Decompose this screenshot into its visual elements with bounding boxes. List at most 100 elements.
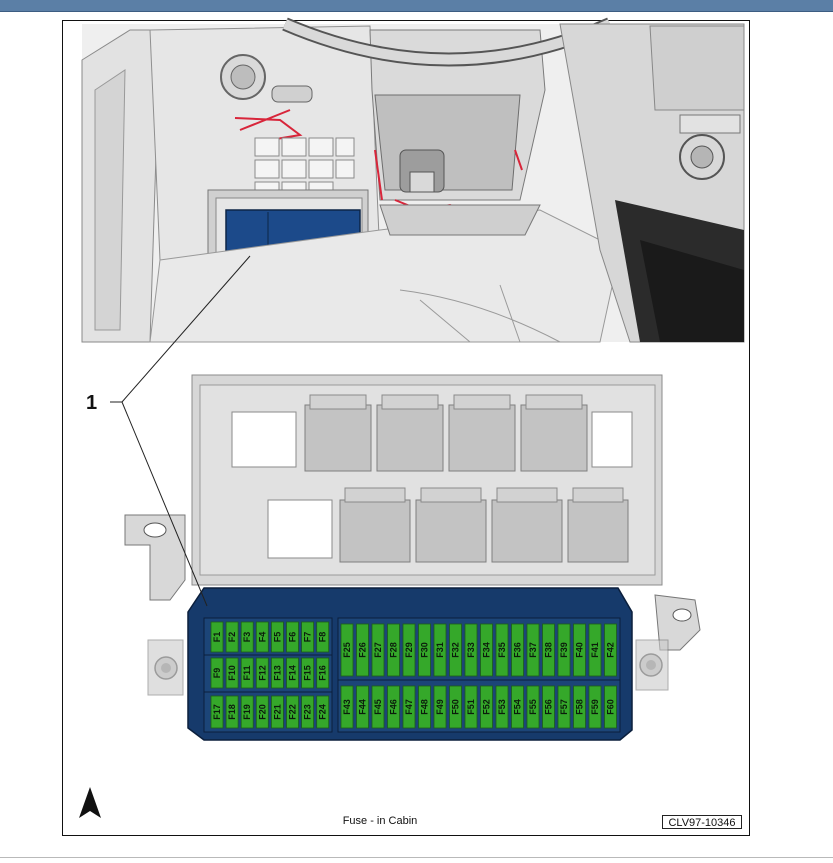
fuse-f55: F55 (526, 685, 540, 729)
fuse-label: F24 (318, 704, 328, 720)
fuse-f36: F36 (511, 623, 524, 677)
fuse-label: F23 (303, 704, 313, 720)
fuse-label: F57 (559, 699, 569, 715)
fuse-f52: F52 (480, 685, 493, 729)
fuse-label: F50 (451, 699, 461, 715)
fuse-f11: F11 (240, 657, 254, 689)
fuse-f7: F7 (301, 621, 315, 653)
fuse-f34: F34 (480, 623, 493, 677)
fuse-f40: F40 (573, 623, 586, 677)
fuse-f39: F39 (557, 623, 571, 677)
fuse-label: F34 (482, 642, 492, 658)
fuse-f8: F8 (316, 621, 330, 653)
fuse-label: F20 (257, 704, 267, 720)
fuse-f12: F12 (255, 657, 269, 689)
fuse-f45: F45 (371, 685, 385, 729)
fuse-f47: F47 (402, 685, 416, 729)
fuse-f31: F31 (433, 623, 447, 677)
fuse-f57: F57 (557, 685, 571, 729)
fuse-f18: F18 (225, 695, 239, 729)
fuse-label: F43 (342, 699, 352, 715)
fuse-label: F25 (342, 642, 352, 658)
fuse-label: F40 (575, 642, 585, 658)
fuse-label: F10 (227, 665, 237, 681)
fuse-f27: F27 (371, 623, 385, 677)
fuse-f35: F35 (495, 623, 509, 677)
fuse-label: F35 (497, 642, 507, 658)
fuse-label: F16 (318, 665, 328, 681)
fuse-label: F26 (358, 642, 368, 658)
dashboard-view (81, 17, 745, 343)
fuse-f6: F6 (286, 621, 299, 653)
fuse-label: F29 (404, 642, 414, 658)
fuse-f20: F20 (255, 695, 269, 729)
fuse-label: F53 (497, 699, 507, 715)
window-bottom-border (0, 857, 833, 858)
fuse-label: F17 (212, 704, 222, 720)
fuse-f14: F14 (286, 657, 299, 689)
fuse-f23: F23 (301, 695, 315, 729)
north-arrow-icon (79, 787, 101, 818)
fuse-label: F55 (528, 699, 538, 715)
fuse-f22: F22 (286, 695, 299, 729)
fuse-label: F47 (404, 699, 414, 715)
fuse-label: F12 (257, 665, 267, 681)
fuse-f29: F29 (402, 623, 416, 677)
fuse-label: F19 (242, 704, 252, 720)
fuse-f44: F44 (356, 685, 369, 729)
fuse-f30: F30 (418, 623, 431, 677)
window-title-bar (0, 0, 833, 12)
fuse-label: F33 (466, 642, 476, 658)
fuse-f19: F19 (240, 695, 254, 729)
fuse-f13: F13 (270, 657, 284, 689)
fuse-label: F9 (212, 668, 222, 679)
fuse-f56: F56 (542, 685, 555, 729)
fuse-f50: F50 (449, 685, 462, 729)
fuse-label: F52 (482, 699, 492, 715)
fuse-label: F5 (272, 632, 282, 643)
fuse-label: F3 (242, 632, 252, 643)
fuse-label: F28 (389, 642, 399, 658)
fuse-label: F51 (466, 699, 476, 715)
fuse-label: F42 (606, 642, 616, 658)
fuse-label: F45 (373, 699, 383, 715)
fuse-label: F11 (242, 665, 252, 680)
fuse-label: F59 (590, 699, 600, 715)
fuse-f21: F21 (270, 695, 284, 729)
fuse-label: F46 (389, 699, 399, 715)
fuse-label: F30 (420, 642, 430, 658)
fuse-label: F37 (528, 642, 538, 658)
fuse-label: F15 (303, 665, 313, 681)
fuse-label: F2 (227, 632, 237, 643)
fuse-label: F22 (288, 704, 298, 720)
fuse-f3: F3 (240, 621, 254, 653)
fuse-f42: F42 (604, 623, 617, 677)
fuse-label: F56 (544, 699, 554, 715)
fuse-f37: F37 (526, 623, 540, 677)
fuse-f10: F10 (225, 657, 239, 689)
callout-leader (110, 255, 251, 607)
fuse-f38: F38 (542, 623, 555, 677)
fuse-label: F48 (420, 699, 430, 715)
fuse-f26: F26 (356, 623, 369, 677)
fuse-label: F36 (513, 642, 523, 658)
fuse-label: F49 (435, 699, 445, 715)
fuse-label: F58 (575, 699, 585, 715)
fuse-label: F8 (318, 632, 328, 643)
fuse-f9: F9 (210, 657, 224, 689)
fuse-f1: F1 (210, 621, 224, 653)
fuse-f15: F15 (301, 657, 315, 689)
fuse-label: F32 (451, 642, 461, 658)
fuse-f48: F48 (418, 685, 431, 729)
fuse-label: F41 (590, 642, 600, 658)
fuse-label: F44 (358, 699, 368, 715)
fuse-f54: F54 (511, 685, 524, 729)
fuse-f33: F33 (464, 623, 478, 677)
fuse-f41: F41 (588, 623, 602, 677)
fuse-f25: F25 (340, 623, 354, 677)
fuse-label: F4 (257, 632, 267, 643)
fuse-label: F13 (272, 665, 282, 681)
